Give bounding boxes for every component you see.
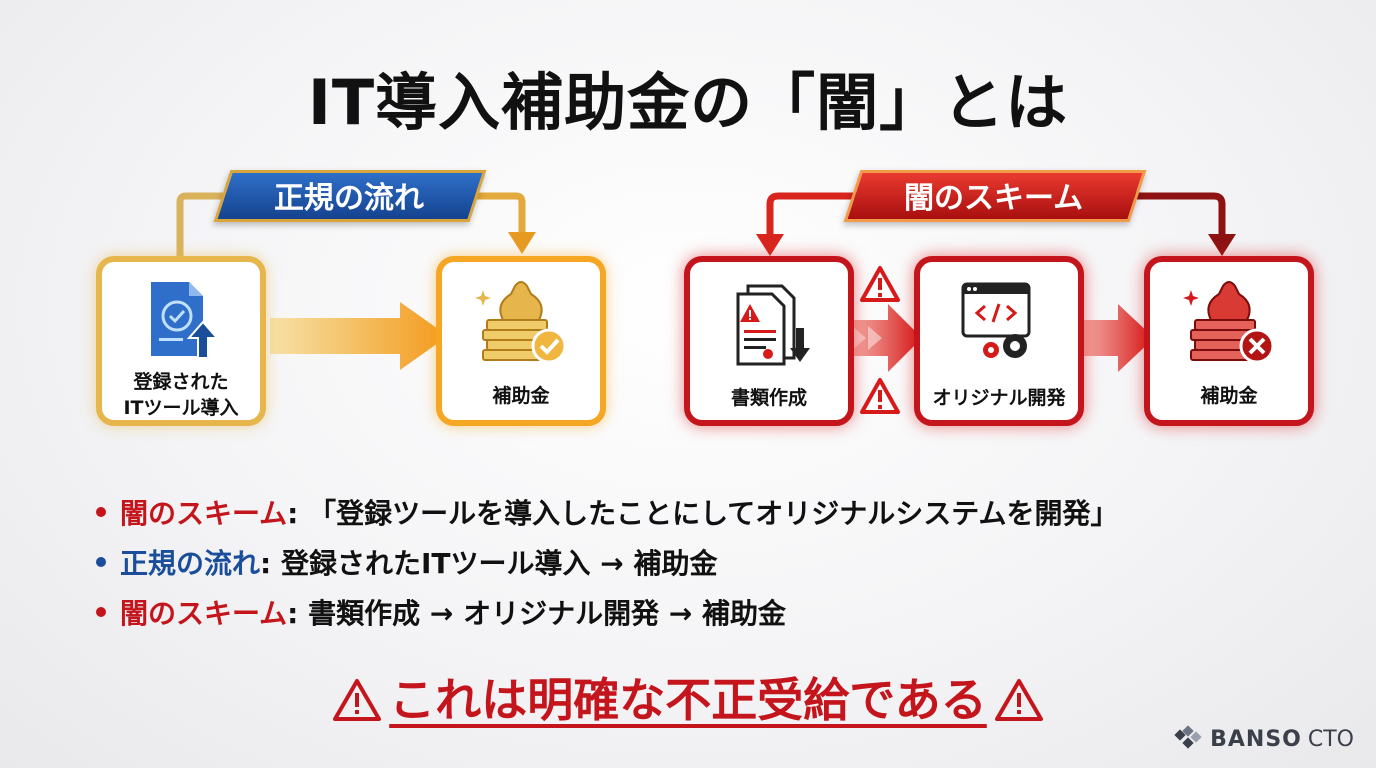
bullet-item: 正規の流れ: 登録されたITツール導入 → 補助金 (96, 542, 1316, 592)
code-gear-icon (961, 282, 1031, 358)
legit-subsidy-caption: 補助金 (492, 385, 550, 407)
warning-document-icon (736, 284, 810, 366)
warning-icon (860, 266, 900, 302)
legit-loop-arrowhead (508, 232, 536, 254)
dark-subsidy-box: 補助金 (1144, 256, 1314, 426)
legit-source-box: 登録された ITツール導入 (96, 256, 266, 426)
banso-logo-icon (1174, 725, 1202, 749)
dark-subsidy-caption: 補助金 (1200, 385, 1258, 407)
dark-scheme-label: 闇のスキーム (843, 170, 1147, 222)
dark-custom-dev-box: オリジナル開発 (914, 256, 1084, 426)
bullet-item: 闇のスキーム: 書類作成 → オリジナル開発 → 補助金 (96, 592, 1316, 642)
dark-custom-dev-caption: オリジナル開発 (932, 387, 1066, 409)
dark-loop-right-arrowhead (1208, 234, 1236, 256)
bullet-item: 闇のスキーム: 「登録ツールを導入したことにしてオリジナルシステムを開発」 (96, 492, 1316, 542)
bullet-head: 正規の流れ (120, 547, 261, 580)
bullet-dot (96, 607, 106, 617)
dark-arrow-1 (848, 304, 922, 372)
dark-loop-left-arrowhead (756, 234, 784, 256)
legit-flow-label: 正規の流れ (213, 170, 487, 222)
legit-loop-right (470, 192, 526, 236)
bullet-body: 登録されたITツール導入 → 補助金 (280, 547, 718, 580)
bullet-list: 闇のスキーム: 「登録ツールを導入したことにしてオリジナルシステムを開発」 正規… (96, 492, 1316, 642)
bullet-dot (96, 557, 106, 567)
fraud-warning: これは明確な不正受給である (0, 664, 1376, 730)
legit-loop-left (176, 192, 230, 258)
logo-name: BANSO (1210, 726, 1302, 752)
legit-main-arrow (270, 302, 448, 370)
bullet-sep: : (260, 547, 272, 580)
money-rejected-icon (1183, 281, 1275, 364)
warning-triangle-icon (333, 678, 382, 721)
dark-loop-right (1134, 192, 1226, 238)
dark-documents-caption: 書類作成 (730, 387, 807, 409)
brand-logo: BANSO CTO (1174, 724, 1354, 754)
legit-source-caption-line2: ITツール導入 (123, 397, 239, 419)
dark-documents-box: 書類作成 (684, 256, 854, 426)
bullet-body: 「登録ツールを導入したことにしてオリジナルシステムを開発」 (308, 497, 1119, 530)
logo-suffix: CTO (1307, 726, 1354, 752)
dark-arrow-2 (1078, 304, 1154, 372)
dark-loop-left (766, 192, 858, 238)
warning-icon (860, 378, 900, 414)
money-approved-icon (475, 281, 567, 364)
bullet-dot (96, 507, 106, 517)
bullet-sep: : (287, 497, 299, 530)
page-title: IT導入補助金の「闇」とは (307, 66, 1069, 139)
bullet-sep: : (287, 597, 299, 630)
bullet-head: 闇のスキーム (120, 497, 288, 530)
legit-subsidy-box: 補助金 (436, 256, 606, 426)
bullet-body: 書類作成 → オリジナル開発 → 補助金 (308, 597, 787, 630)
legit-source-caption-line1: 登録された (133, 371, 229, 393)
bullet-head: 闇のスキーム (120, 597, 288, 630)
fraud-warning-text: これは明確な不正受給である (389, 673, 987, 727)
warning-triangle-icon (994, 678, 1043, 721)
certified-document-icon (151, 282, 220, 359)
